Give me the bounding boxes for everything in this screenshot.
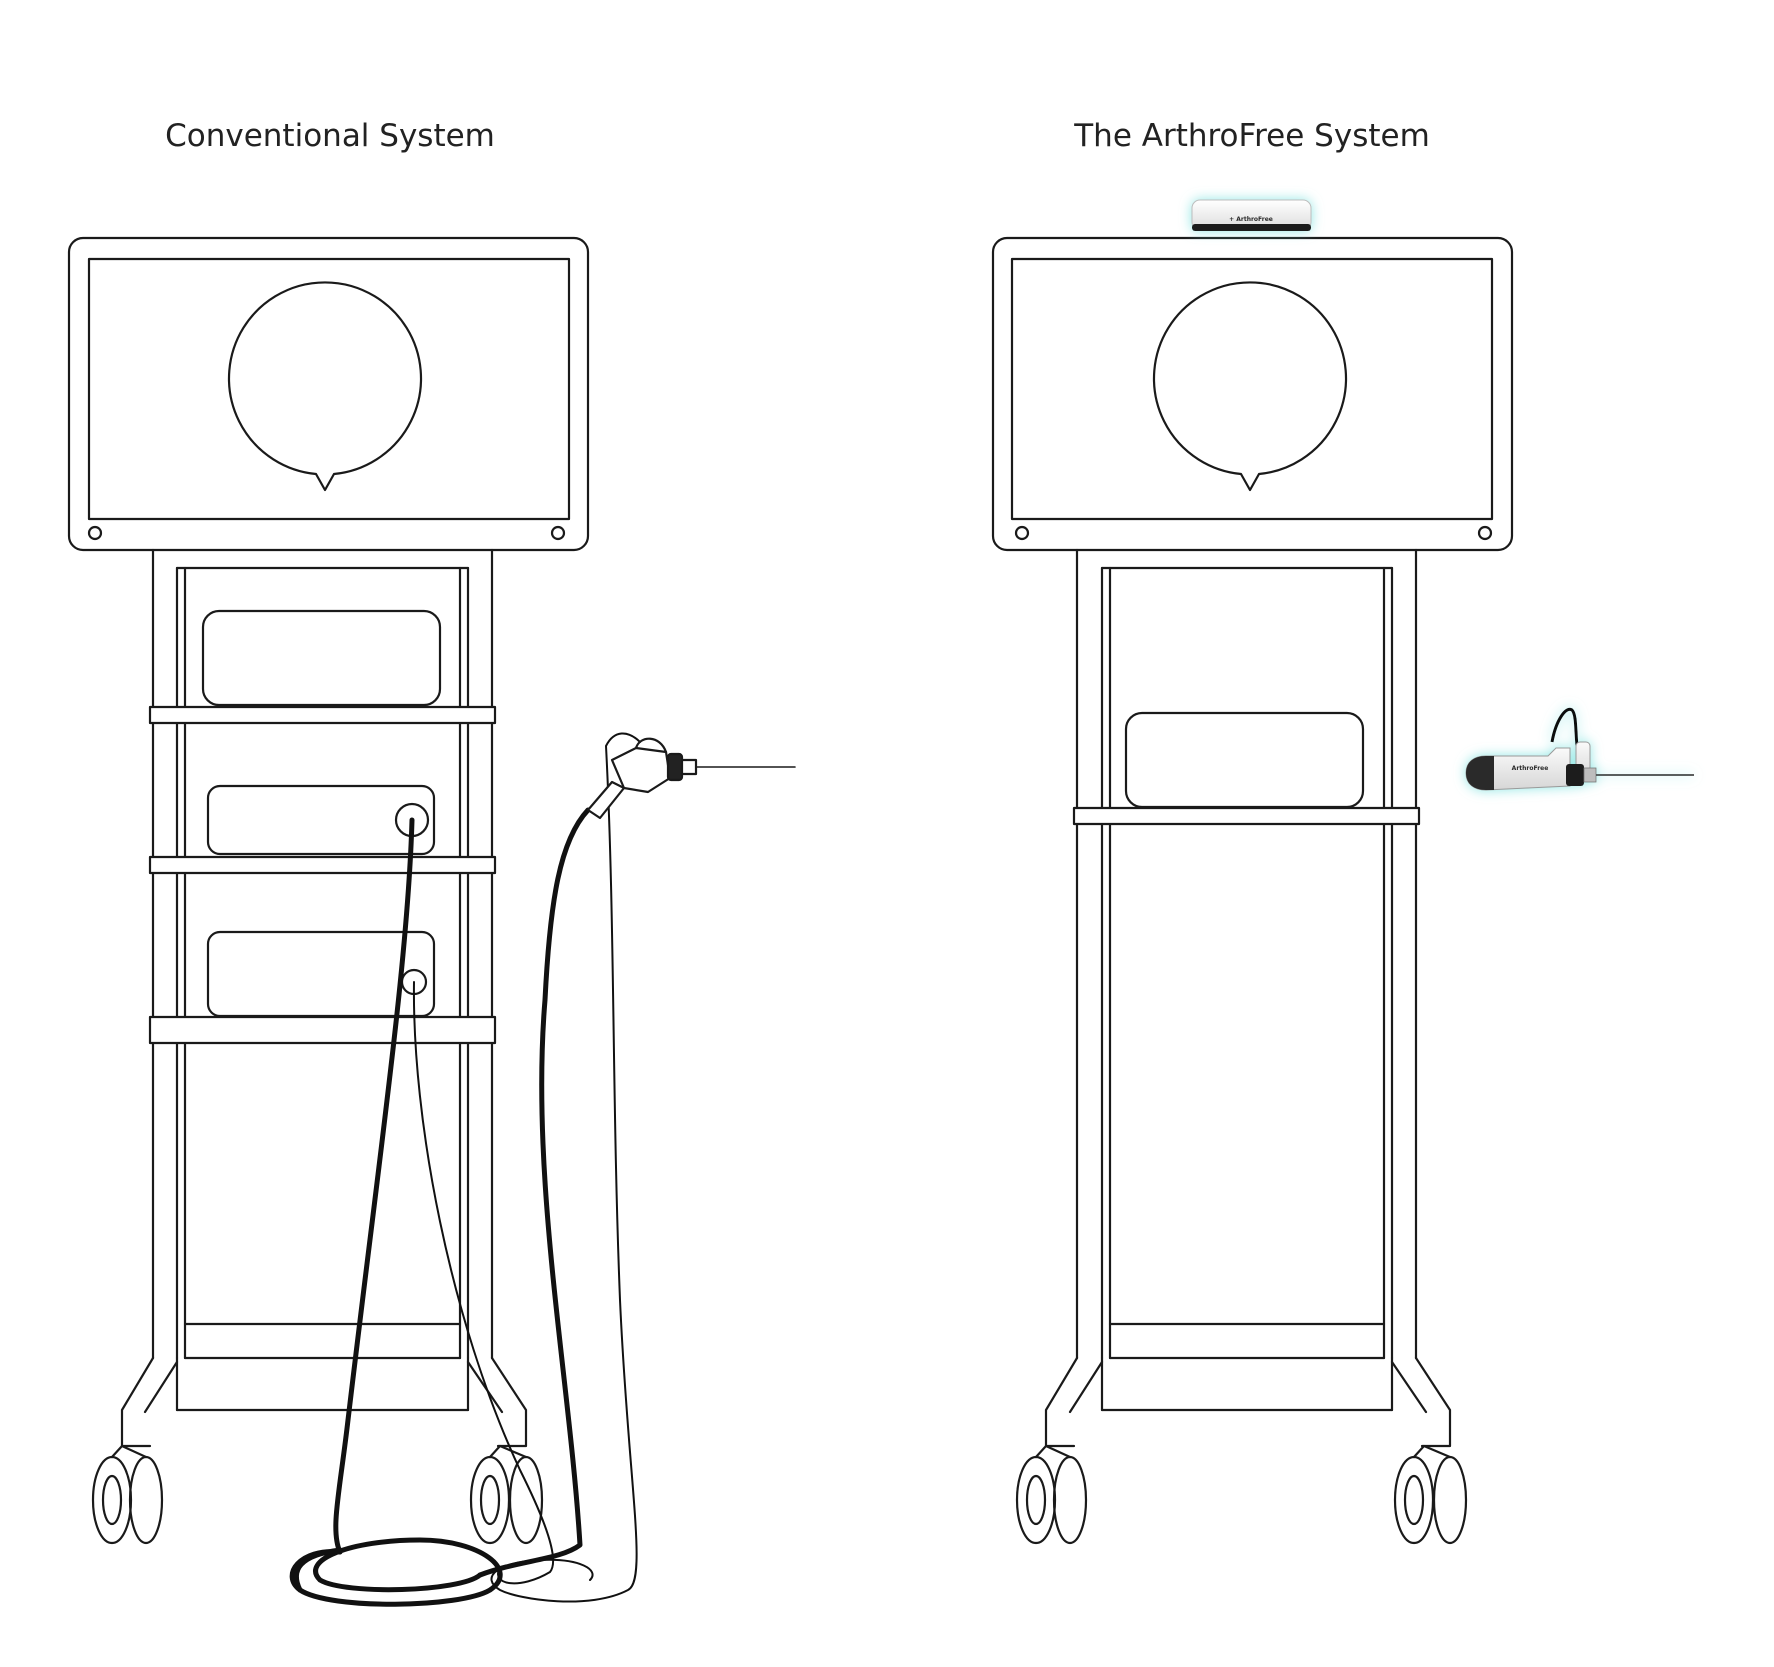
equipment-box-1	[201, 609, 442, 707]
camera-head-icon	[586, 737, 796, 820]
caster-left-1	[91, 1444, 164, 1545]
tower-cart-icon	[120, 548, 528, 1448]
wireless-camera-icon: ArthroFree	[1465, 707, 1694, 791]
scope-view-circle	[227, 281, 423, 492]
arthrofree-system-title: The ArthroFree System	[1073, 118, 1430, 154]
handpiece-label: ArthroFree	[1512, 765, 1549, 772]
conventional-system-title: Conventional System	[165, 118, 495, 154]
caster-left-2	[469, 1444, 544, 1545]
camera-cable-bundle	[289, 732, 641, 1607]
equipment-box-3	[206, 930, 436, 1018]
tower-cart-icon	[1044, 548, 1452, 1448]
equipment-box-2	[206, 784, 436, 856]
wireless-hub-label: + ArthroFree	[1229, 216, 1273, 223]
caster-right-2	[1393, 1444, 1468, 1545]
scope-view-circle	[1152, 281, 1348, 492]
wireless-hub-icon: + ArthroFree	[1191, 199, 1312, 231]
monitor-icon	[67, 236, 590, 552]
conventional-tower	[67, 236, 590, 1545]
monitor-icon	[991, 236, 1514, 552]
equipment-box-1	[1124, 711, 1365, 809]
caster-right-1	[1015, 1444, 1088, 1545]
arthrofree-tower	[991, 236, 1514, 1545]
